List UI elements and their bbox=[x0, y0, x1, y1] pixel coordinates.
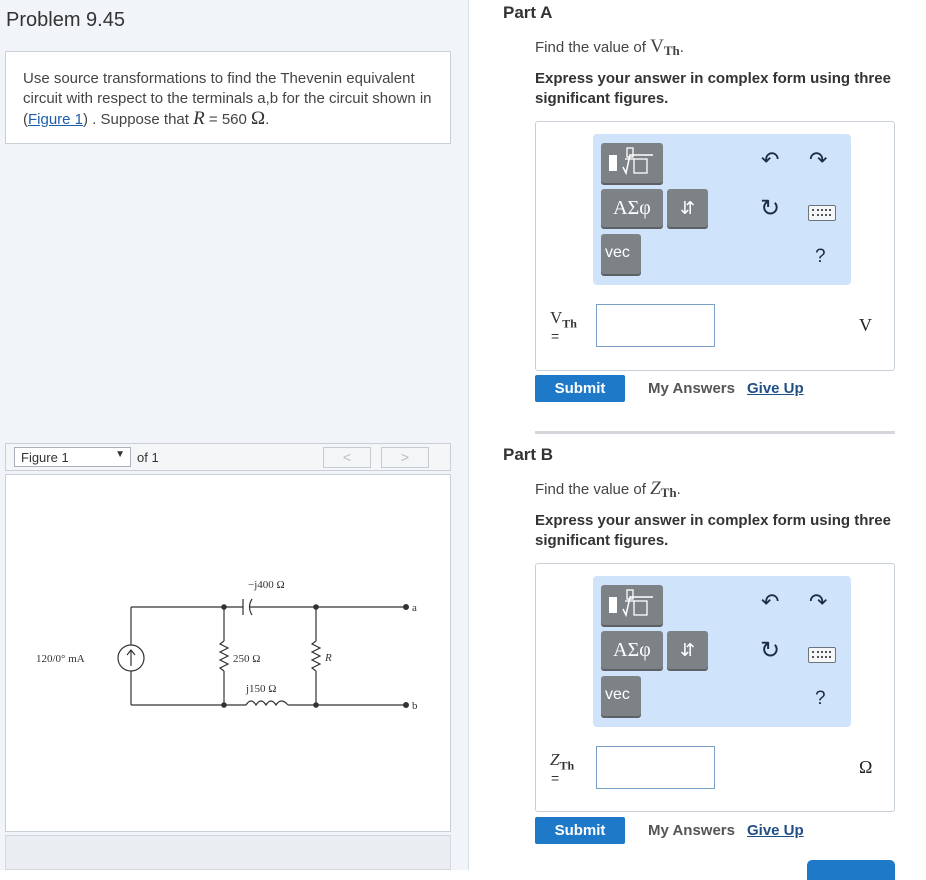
help-icon[interactable]: ? bbox=[815, 688, 826, 709]
statement-end: . bbox=[265, 111, 270, 128]
part-b-prompt-suffix: . bbox=[676, 481, 681, 498]
fraction-root-template-button[interactable] bbox=[601, 143, 663, 183]
part-a-math-toolbar: ΑΣφ ⇵ vec ↶ ↷ ↻ ? bbox=[593, 134, 851, 285]
resistor-250-label: 250 Ω bbox=[233, 653, 260, 665]
part-a-answer-input[interactable] bbox=[596, 304, 715, 347]
next-figure-button[interactable]: > bbox=[381, 447, 429, 468]
part-a-input-label: VTh bbox=[550, 308, 577, 331]
part-b-give-up-link[interactable]: Give Up bbox=[747, 822, 804, 839]
redo-icon[interactable]: ↷ bbox=[809, 589, 828, 614]
part-a-give-up-link[interactable]: Give Up bbox=[747, 380, 804, 397]
node-b-label: b bbox=[412, 700, 418, 712]
part-b-variable-sub: Th bbox=[660, 485, 677, 500]
part-b-unit: Ω bbox=[859, 757, 873, 777]
part-a-my-answers-link[interactable]: My Answers bbox=[648, 380, 735, 397]
part-b-instructions: Express your answer in complex form usin… bbox=[535, 512, 891, 549]
fraction-root-icon bbox=[609, 147, 653, 176]
part-b-title: Part B bbox=[503, 445, 554, 464]
part-a-unit: V bbox=[859, 315, 872, 335]
part-a-variable-sub: Th bbox=[663, 43, 680, 58]
part-a-label-sub: Th bbox=[562, 316, 577, 331]
part-a-label-var: V bbox=[550, 308, 563, 327]
figure-select-value: Figure 1 bbox=[21, 450, 69, 465]
keyboard-icon[interactable] bbox=[808, 205, 836, 221]
figure-link[interactable]: Figure 1 bbox=[28, 111, 84, 128]
reset-icon[interactable]: ↻ bbox=[760, 637, 781, 664]
part-b-prompt-prefix: Find the value of bbox=[535, 481, 651, 498]
circuit-diagram: −j400 Ω 120/0° mA 250 Ω j150 Ω R a b bbox=[36, 579, 418, 712]
problem-statement: Use source transformations to find the T… bbox=[23, 69, 443, 130]
vector-button[interactable]: vec bbox=[601, 676, 641, 716]
figure-navigation-bar: Figure 1 ▼ of 1 < > bbox=[5, 443, 451, 471]
part-b-prompt: Find the value of ZTh. bbox=[535, 478, 681, 500]
help-icon[interactable]: ? bbox=[815, 246, 826, 267]
previous-figure-button[interactable]: < bbox=[323, 447, 371, 468]
figure-footer bbox=[5, 835, 451, 870]
figure-panel: −j400 Ω 120/0° mA 250 Ω j150 Ω R a b bbox=[5, 474, 451, 832]
part-a-title: Part A bbox=[503, 3, 553, 22]
dropdown-arrow-icon: ▼ bbox=[115, 449, 125, 460]
part-a-answer-box: ΑΣφ ⇵ vec ↶ ↷ ↻ ? VTh = V bbox=[535, 121, 895, 371]
problem-text-after: ) . Suppose that bbox=[83, 111, 194, 128]
undo-icon[interactable]: ↶ bbox=[761, 147, 780, 172]
part-b-answer-box: ΑΣφ ⇵ vec ↶ ↷ ↻ ? ZTh = Ω bbox=[535, 563, 895, 812]
problem-title: Problem 9.45 bbox=[6, 9, 125, 31]
part-a-equals: = bbox=[551, 328, 560, 344]
greek-symbols-button[interactable]: ΑΣφ bbox=[601, 189, 663, 227]
part-a-instructions: Express your answer in complex form usin… bbox=[535, 70, 891, 107]
figure-select[interactable]: Figure 1 ▼ bbox=[14, 447, 131, 467]
node-a-label: a bbox=[412, 602, 417, 614]
greek-symbols-button[interactable]: ΑΣφ bbox=[601, 631, 663, 669]
part-a-variable: V bbox=[650, 36, 664, 57]
fraction-root-template-button[interactable] bbox=[601, 585, 663, 625]
r-symbol: R bbox=[193, 108, 205, 129]
ohm-symbol: Ω bbox=[251, 108, 266, 129]
r-value: = 560 bbox=[204, 111, 252, 128]
vector-button[interactable]: vec bbox=[601, 234, 641, 274]
problem-statement-box: Use source transformations to find the T… bbox=[5, 51, 451, 144]
keyboard-icon[interactable] bbox=[808, 647, 836, 663]
part-a-prompt-prefix: Find the value of bbox=[535, 39, 651, 56]
part-b-label-var: Z bbox=[550, 750, 560, 769]
resistor-r-label: R bbox=[324, 652, 332, 664]
redo-icon[interactable]: ↷ bbox=[809, 147, 828, 172]
part-b-my-answers-link[interactable]: My Answers bbox=[648, 822, 735, 839]
figure-count: of 1 bbox=[137, 450, 159, 465]
part-b-equals: = bbox=[551, 770, 560, 786]
undo-icon[interactable]: ↶ bbox=[761, 589, 780, 614]
part-a-submit-button[interactable]: Submit bbox=[535, 375, 625, 402]
part-divider bbox=[535, 431, 895, 434]
problem-panel: Problem 9.45 Use source transformations … bbox=[0, 0, 469, 870]
reset-icon[interactable]: ↻ bbox=[760, 195, 781, 222]
continue-button[interactable] bbox=[807, 860, 895, 880]
source-label: 120/0° mA bbox=[36, 653, 85, 665]
capacitor-label: −j400 Ω bbox=[248, 579, 285, 591]
inductor-label: j150 Ω bbox=[245, 683, 276, 695]
arrows-button[interactable]: ⇵ bbox=[667, 631, 708, 669]
part-a-prompt-suffix: . bbox=[679, 39, 684, 56]
part-b-submit-button[interactable]: Submit bbox=[535, 817, 625, 844]
part-b-label-sub: Th bbox=[559, 758, 575, 773]
problem-text-before: Use source transformations to find the T… bbox=[23, 70, 432, 128]
part-a-prompt: Find the value of VTh. bbox=[535, 36, 684, 58]
part-b-answer-input[interactable] bbox=[596, 746, 715, 789]
part-b-variable: Z bbox=[650, 478, 661, 499]
arrows-button[interactable]: ⇵ bbox=[667, 189, 708, 227]
part-b-input-label: ZTh bbox=[550, 750, 574, 773]
part-b-math-toolbar: ΑΣφ ⇵ vec ↶ ↷ ↻ ? bbox=[593, 576, 851, 727]
fraction-root-icon bbox=[609, 589, 653, 618]
